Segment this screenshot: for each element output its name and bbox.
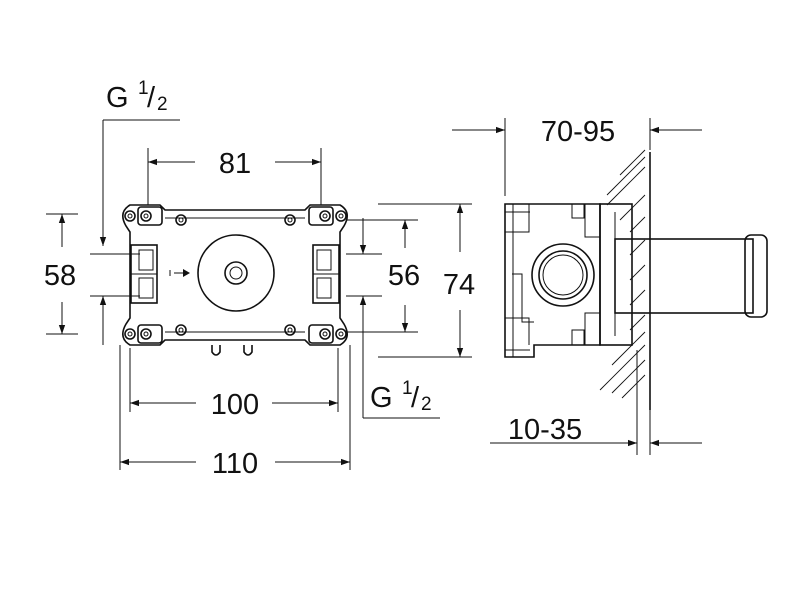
thread-fraction-top-slash: / [147,82,156,114]
side-view: 70-95 10-35 [452,116,768,455]
front-view: G 1 / 2 81 58 56 74 [44,78,475,480]
dimension-56: 56 [388,260,420,292]
thread-fraction-bottom-num: 1 [402,378,413,399]
dimension-70-95: 70-95 [541,116,615,148]
screw-lug-bottom-right [308,324,347,344]
central-bore [197,234,275,312]
valve-box-side [504,203,633,358]
screw-lug-top-right [308,206,347,226]
screw-holes [175,214,296,336]
thread-fraction-bottom-slash: / [411,382,420,414]
thread-label-top: G [106,82,129,114]
dimension-58: 58 [44,260,76,292]
wall-section [599,149,651,410]
thread-fraction-top-den: 2 [157,94,168,115]
dimension-81: 81 [219,148,251,180]
thread-fraction-bottom-den: 2 [421,394,432,415]
dimension-10-35: 10-35 [508,414,582,446]
dimension-74: 74 [443,269,475,301]
extension-sleeve [614,234,768,318]
bottom-nubs [211,345,253,356]
flow-arrow-icon [169,269,190,277]
screw-lug-top-left [124,206,163,226]
mounting-plate [122,204,348,346]
screw-lug-bottom-left [124,324,163,344]
dimension-100: 100 [211,389,259,421]
port-left [130,244,158,304]
thread-fraction-top-num: 1 [138,78,149,99]
thread-label-bottom: G [370,382,393,414]
port-right [312,244,340,304]
dimension-110: 110 [212,448,258,480]
threaded-connection [531,243,595,307]
